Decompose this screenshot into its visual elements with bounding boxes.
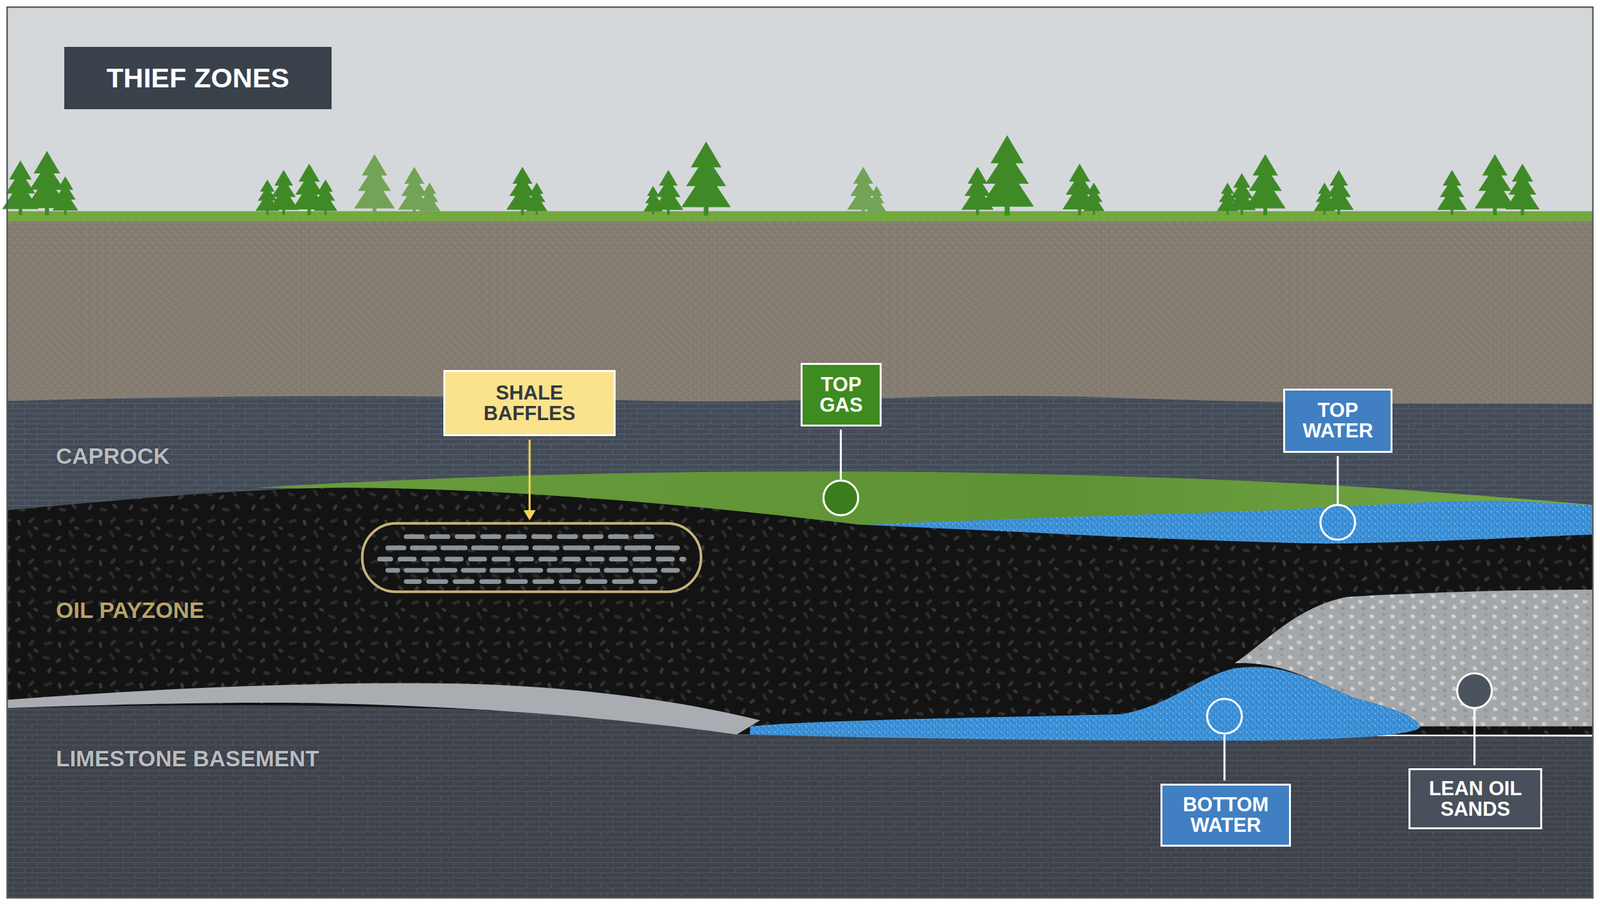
callout-text: TOP WATER	[1295, 400, 1381, 441]
layer-label: CAPROCK	[55, 443, 170, 470]
trees	[1, 134, 1540, 216]
ground-line	[7, 211, 1593, 222]
title-box: THIEF ZONES	[64, 46, 332, 110]
callout-box: SHALE BAFFLES	[443, 370, 616, 437]
callout-box: BOTTOM WATER	[1160, 783, 1291, 847]
leader-lines	[523, 429, 1475, 781]
layer-label: OIL PAYZONE	[55, 597, 205, 624]
layer-label: LIMESTONE BASEMENT	[55, 746, 320, 772]
callout-text: TOP GAS	[808, 374, 874, 416]
sky	[7, 7, 1593, 222]
callout-box: LEAN OIL SANDS	[1408, 768, 1543, 830]
callout-text: SHALE BAFFLES	[474, 382, 585, 424]
callout-box: TOP WATER	[1283, 388, 1393, 454]
callout-box: TOP GAS	[800, 363, 882, 427]
marker-circles	[823, 480, 1493, 734]
frame	[7, 7, 1593, 899]
bottom-water-zone	[749, 666, 1421, 741]
callout-text: BOTTOM WATER	[1174, 794, 1278, 836]
diagram-title: THIEF ZONES	[106, 62, 290, 94]
lean-band	[7, 683, 761, 736]
callout-text: LEAN OIL SANDS	[1422, 778, 1529, 820]
shale-baffles-symbol	[362, 523, 702, 592]
oil-payzone	[7, 487, 1593, 735]
